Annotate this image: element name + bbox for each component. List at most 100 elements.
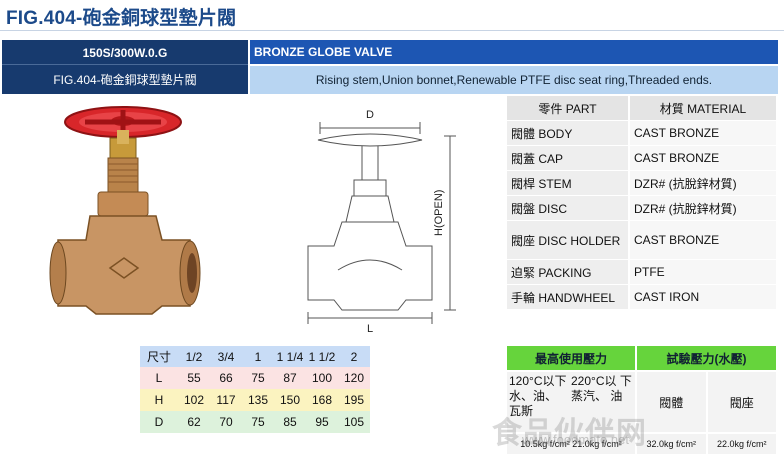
material-cell: DZR# (抗脫鋅材質) [629,170,778,196]
size-cell: 87 [274,367,306,389]
dim-line-l [307,312,433,324]
watermark: 食品伙伴网 [492,417,647,450]
valve-drawing: D L H(OPEN) [307,109,456,335]
size-cell: 85 [274,411,306,433]
size-cell: 195 [338,389,370,411]
dim-d-label: D [366,109,374,121]
max-pressure-b: 21.0kg f/cm² [572,439,622,449]
max-pressure-header: 最高使用壓力 [507,346,637,372]
size-header: 3/4 [210,346,242,367]
bonnet-outline [345,195,395,223]
size-cell: 55 [178,367,210,389]
valve-body [57,215,191,315]
description-bar: Rising stem,Union bonnet,Renewable PTFE … [250,66,778,94]
stem [117,130,129,144]
seat-outline [337,259,403,271]
material-cell: CAST BRONZE [629,220,778,260]
table-row: 閥蓋 CAP CAST BRONZE [507,145,778,171]
end-port-right-bore [187,253,197,293]
material-cell: CAST BRONZE [629,145,778,171]
material-cell: CAST IRON [629,284,778,309]
size-table: 尺寸 1/2 3/4 1 1 1/4 1 1/2 2 L 55 66 75 87… [140,346,370,433]
stem-outline [353,146,387,197]
material-cell: DZR# (抗脫鋅材質) [629,195,778,221]
table-row: 迫緊 PACKING PTFE [507,259,778,285]
dim-line-d [319,122,421,134]
size-cell: 102 [178,389,210,411]
material-cell: PTFE [629,259,778,285]
size-cell: 75 [242,367,274,389]
valve-type-label: BRONZE GLOBE VALVE [254,45,393,59]
part-cell: 閥座 DISC HOLDER [507,220,630,260]
size-row-d: D 62 70 75 85 95 105 [140,411,370,433]
part-cell: 閥體 BODY [507,120,630,146]
size-row-h: H 102 117 135 150 168 195 [140,389,370,411]
size-header: 1/2 [178,346,210,367]
size-cell: 120 [338,367,370,389]
row-label: L [140,367,178,389]
size-cell: 117 [210,389,242,411]
bonnet-thread [107,157,139,193]
body-outline [307,221,433,311]
test-pressure-header: 試驗壓力(水壓) [636,346,778,372]
seat-label: 閥座 [706,371,778,434]
part-cell: 閥蓋 CAP [507,145,630,171]
size-cell: 150 [274,389,306,411]
title-divider [0,30,784,31]
union-nut [97,191,149,217]
size-row-l: L 55 66 75 87 100 120 [140,367,370,389]
service-b: 220°C以 下蒸汽、 油 [571,374,632,403]
material-header: 材質 MATERIAL [629,96,778,121]
size-cell: 70 [210,411,242,433]
max-pressure-values: 10.5kg f/cm² 21.0kg f/cm² [507,433,637,456]
rating-label: 150S/300W.0.G [82,46,168,60]
part-cell: 迫緊 PACKING [507,259,630,285]
description-text: Rising stem,Union bonnet,Renewable PTFE … [315,73,713,87]
size-cell: 95 [306,411,338,433]
size-cell: 66 [210,367,242,389]
fig-name-label: FIG.404-砲金銅球型墊片閥 [53,73,197,87]
service-conditions: 120°C以下 水、油、 瓦斯 220°C以 下蒸汽、 油 [507,371,637,434]
part-header: 零件 PART [507,96,630,121]
handwheel-outline [317,133,423,147]
size-cell: 75 [242,411,274,433]
size-cell: 168 [306,389,338,411]
seat-pressure-value: 22.0kg f/cm² [706,433,778,456]
row-label: D [140,411,178,433]
dim-line-h [444,135,456,311]
material-table: 零件 PART 材質 MATERIAL 閥體 BODY CAST BRONZE … [507,96,778,309]
watermark-url: www.foodmate.net [522,432,629,447]
header-model-block: 150S/300W.0.G FIG.404-砲金銅球型墊片閥 [2,40,248,94]
size-cell: 100 [306,367,338,389]
bonnet-thread-lines [108,163,138,183]
table-row: 閥桿 STEM DZR# (抗脫鋅材質) [507,170,778,196]
pressure-table: 最高使用壓力 試驗壓力(水壓) 120°C以下 水、油、 瓦斯 220°C以 下… [507,346,778,456]
max-pressure-a: 10.5kg f/cm² [520,439,570,449]
page-title: FIG.404-砲金銅球型墊片閥 [6,8,237,29]
size-cell: 62 [178,411,210,433]
valve-photo [49,106,201,315]
dim-l-label: L [367,323,373,335]
body-pressure-value: 32.0kg f/cm² [636,433,708,456]
body-label: 閥體 [636,371,708,434]
end-port-left [49,241,67,305]
part-cell: 閥桿 STEM [507,170,630,196]
table-row: 手輪 HANDWHEEL CAST IRON [507,284,778,309]
size-cell: 105 [338,411,370,433]
size-header: 1 1/2 [306,346,338,367]
material-cell: CAST BRONZE [629,120,778,146]
dim-h-label: H(OPEN) [433,190,445,236]
table-row: 閥盤 DISC DZR# (抗脫鋅材質) [507,195,778,221]
table-row: 閥體 BODY CAST BRONZE [507,120,778,146]
size-header: 1 [242,346,274,367]
size-cell: 135 [242,389,274,411]
size-header-label: 尺寸 [140,346,178,367]
part-cell: 閥盤 DISC [507,195,630,221]
row-label: H [140,389,178,411]
size-header: 1 1/4 [274,346,306,367]
size-header: 2 [338,346,370,367]
header-divider [2,64,248,65]
body-logo [108,257,140,279]
valve-type-bar: BRONZE GLOBE VALVE [250,40,778,64]
part-cell: 手輪 HANDWHEEL [507,284,630,309]
